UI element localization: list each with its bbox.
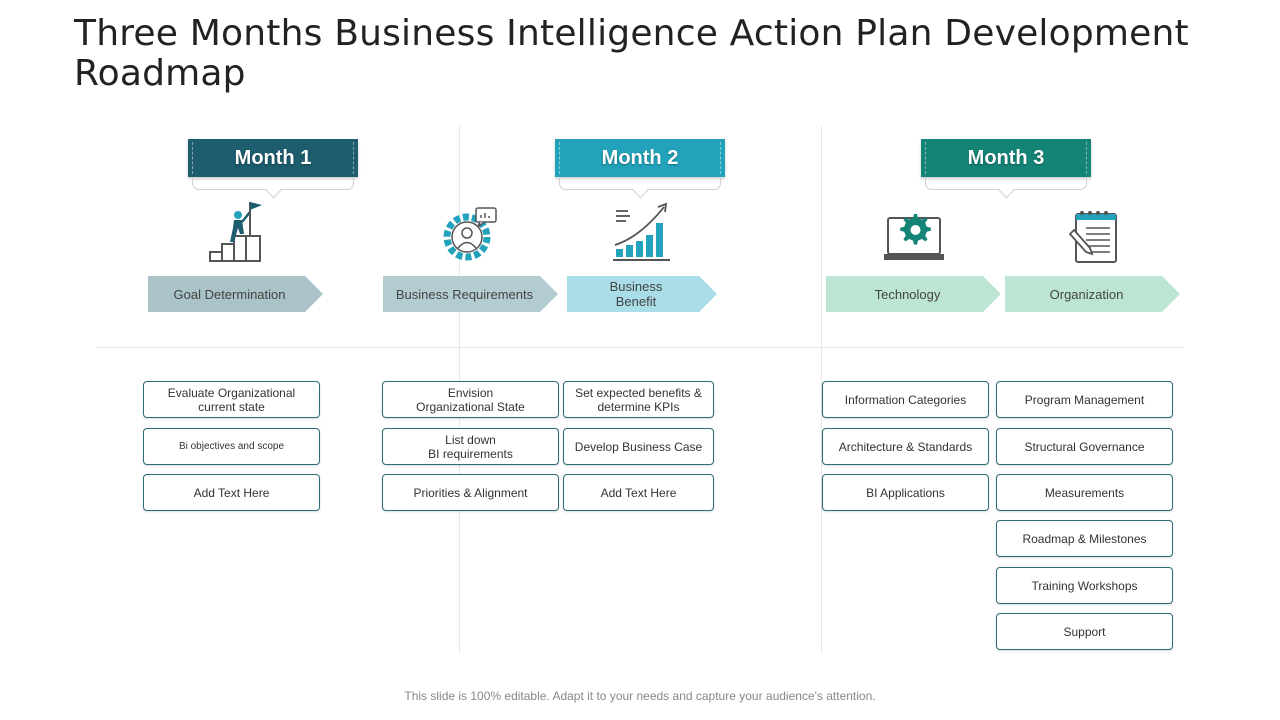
month-2-label: Month 2 — [601, 147, 679, 169]
requirements-item-3: Priorities & Alignment — [382, 474, 559, 511]
stage-goal-determination-label: Goal Determination — [173, 286, 286, 302]
goal-climb-icon — [209, 202, 262, 262]
organization-item-5: Training Workshops — [996, 567, 1173, 604]
page-title: Three Months Business Intelligence Actio… — [74, 13, 1189, 94]
month-1-label: Month 1 — [234, 147, 312, 169]
month-3-bracket — [925, 178, 1087, 190]
goal-item-2: Bi objectives and scope — [143, 428, 320, 465]
requirements-item-1: Envision Organizational State — [382, 381, 559, 418]
technology-item-2: Architecture & Standards — [822, 428, 989, 465]
divider-vertical-2 — [821, 126, 822, 654]
footer-note: This slide is 100% editable. Adapt it to… — [404, 689, 876, 703]
month-1-bracket — [192, 178, 354, 190]
month-2-header: Month 2 — [555, 139, 725, 177]
stage-technology-label: Technology — [874, 286, 941, 302]
month-3-label: Month 3 — [967, 147, 1045, 169]
stage-business-requirements: Business Requirements — [383, 276, 558, 312]
notepad-pencil-icon — [1068, 211, 1117, 263]
stage-business-requirements-label: Business Requirements — [395, 286, 534, 302]
goal-item-3: Add Text Here — [143, 474, 320, 511]
benefit-item-3: Add Text Here — [563, 474, 714, 511]
month-1-header: Month 1 — [188, 139, 358, 177]
benefit-item-2: Develop Business Case — [563, 428, 714, 465]
goal-item-1: Evaluate Organizational current state — [143, 381, 320, 418]
organization-item-4: Roadmap & Milestones — [996, 520, 1173, 557]
laptop-gear-icon — [884, 214, 944, 260]
organization-item-6: Support — [996, 613, 1173, 650]
growth-chart-icon — [613, 202, 670, 261]
organization-item-2: Structural Governance — [996, 428, 1173, 465]
stage-goal-determination: Goal Determination — [148, 276, 323, 312]
stage-technology: Technology — [826, 276, 1001, 312]
divider-horizontal — [97, 347, 1184, 348]
technology-item-3: BI Applications — [822, 474, 989, 511]
organization-item-1: Program Management — [996, 381, 1173, 418]
organization-item-3: Measurements — [996, 474, 1173, 511]
stage-business-benefit: Business Benefit — [567, 276, 717, 312]
person-gear-icon — [443, 207, 497, 261]
month-2-bracket — [559, 178, 721, 190]
technology-item-1: Information Categories — [822, 381, 989, 418]
month-3-header: Month 3 — [921, 139, 1091, 177]
benefit-item-1: Set expected benefits & determine KPIs — [563, 381, 714, 418]
stage-organization-label: Organization — [1049, 286, 1124, 302]
requirements-item-2: List down BI requirements — [382, 428, 559, 465]
stage-organization: Organization — [1005, 276, 1180, 312]
stage-business-benefit-label: Business Benefit — [609, 279, 663, 309]
